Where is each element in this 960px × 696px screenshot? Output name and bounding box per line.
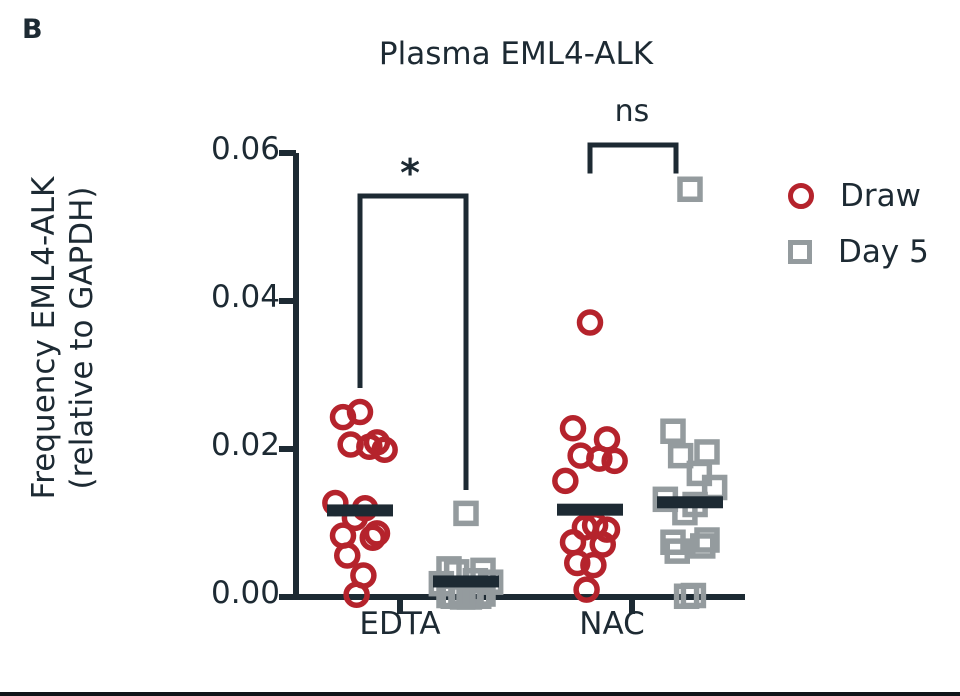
data-point-day5 — [694, 527, 720, 553]
data-point-day5 — [660, 418, 686, 444]
mean-bars — [327, 496, 723, 588]
data-point-draw — [371, 436, 398, 463]
data-point-draw — [593, 516, 621, 543]
mean-bar — [433, 575, 499, 588]
data-point-day5 — [667, 442, 694, 469]
data-point-draw — [363, 520, 391, 547]
bottom-divider — [0, 692, 960, 696]
mean-bar — [557, 503, 623, 516]
chart-title: Plasma EML4-ALK — [378, 36, 654, 72]
data-point-day5 — [453, 500, 479, 527]
data-point-day5 — [690, 533, 716, 559]
legend-label-draw: Draw — [840, 178, 921, 214]
data-point-draw — [589, 531, 616, 558]
data-point-draw — [564, 549, 591, 577]
data-point-draw — [329, 403, 357, 431]
legend-item-day5[interactable]: Day 5 — [788, 224, 929, 280]
data-point-draw — [576, 309, 604, 336]
data-point-draw — [343, 581, 370, 609]
significance-label-nac: ns — [614, 94, 650, 129]
data-point-draw — [580, 551, 607, 579]
mean-bar — [657, 496, 723, 509]
data-point-draw — [586, 445, 613, 472]
data-point-draw — [559, 528, 587, 556]
data-point-draw — [573, 576, 600, 603]
legend-item-draw[interactable]: Draw — [788, 168, 929, 224]
significance-label-edta: * — [400, 151, 420, 195]
data-point-day5 — [673, 583, 700, 610]
panel-letter: B — [22, 14, 43, 45]
significance-bracket — [587, 142, 679, 174]
legend-label-day5: Day 5 — [838, 234, 929, 270]
data-point-draw — [334, 542, 361, 569]
data-point-day5 — [664, 538, 690, 564]
circle-marker-icon — [788, 183, 814, 209]
significance-bracket — [357, 193, 469, 231]
data-points — [322, 176, 728, 610]
data-point-draw — [356, 433, 383, 461]
significance-brackets — [357, 142, 679, 490]
data-point-day5 — [686, 460, 713, 487]
data-point-day5 — [694, 439, 720, 465]
data-point-draw — [552, 467, 579, 495]
mean-bar — [327, 504, 393, 517]
data-point-draw — [601, 447, 628, 475]
data-point-draw — [559, 415, 587, 442]
legend: Draw Day 5 — [788, 168, 929, 280]
square-marker-icon — [788, 240, 812, 264]
data-point-day5 — [677, 176, 703, 203]
data-point-draw — [359, 524, 386, 552]
